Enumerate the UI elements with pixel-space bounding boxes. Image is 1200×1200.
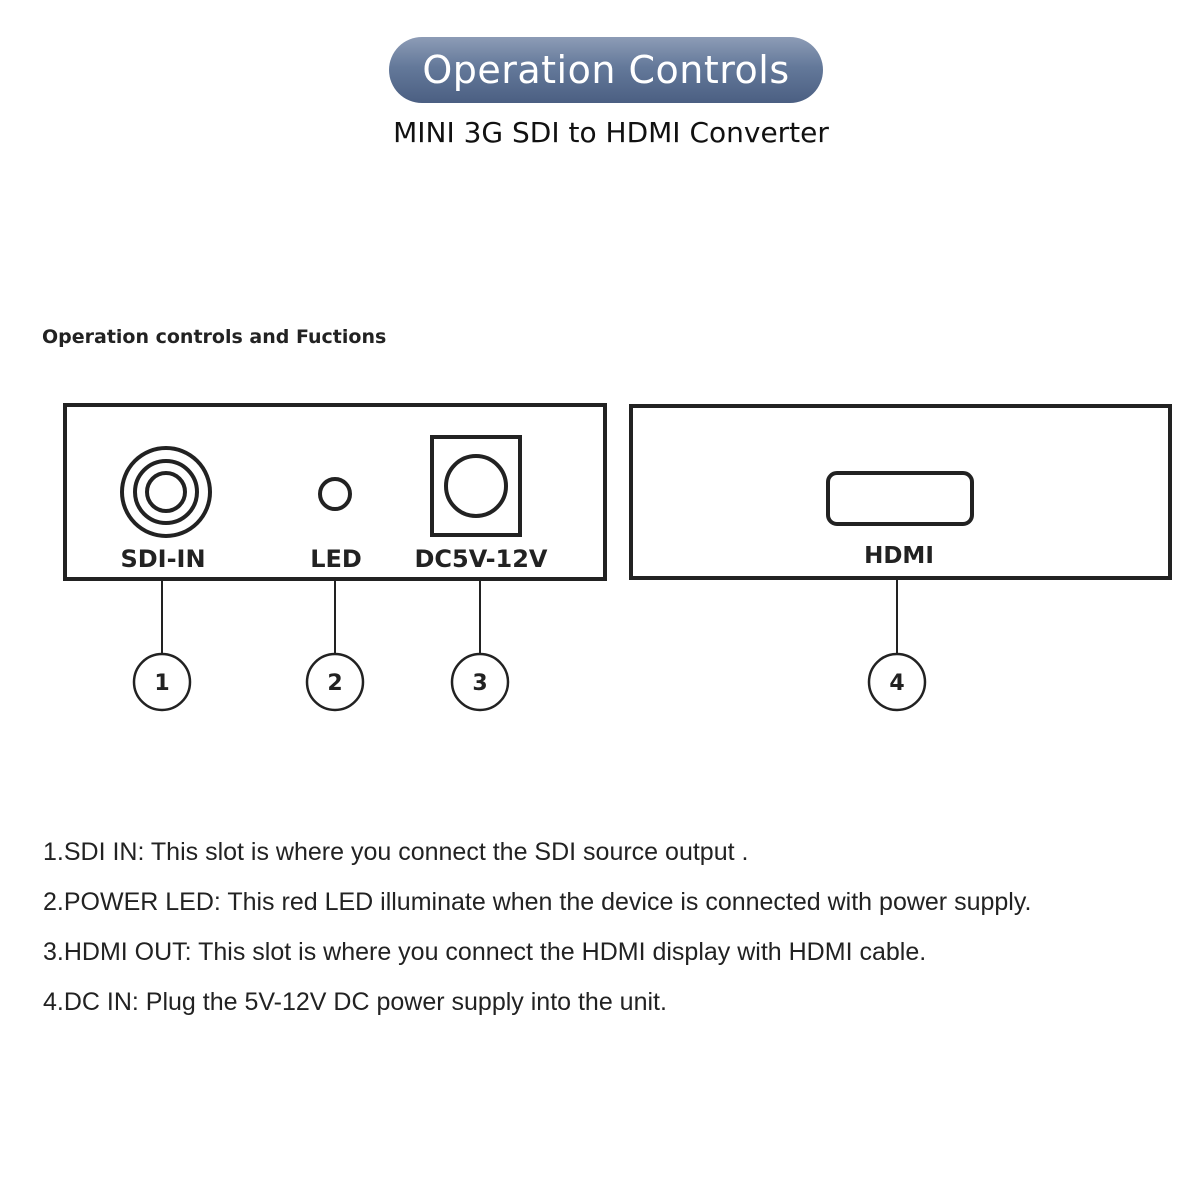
label-sdi-in: SDI-IN [120, 545, 205, 573]
callout-number: 3 [472, 671, 487, 696]
label-led: LED [310, 545, 362, 573]
description-list: 1.SDI IN: This slot is where you connect… [43, 833, 1193, 1033]
dc-jack-icon [430, 435, 522, 537]
label-hdmi: HDMI [864, 543, 934, 569]
description-item: 4.DC IN: Plug the 5V-12V DC power supply… [43, 988, 667, 1016]
callout-2: 2 [305, 652, 365, 712]
title-banner: Operation Controls [389, 37, 823, 103]
section-heading: Operation controls and Fuctions [42, 326, 387, 348]
callout-number: 1 [154, 671, 169, 696]
callout-4: 4 [867, 652, 927, 712]
description-item: 2.POWER LED: This red LED illuminate whe… [43, 888, 1032, 916]
callout-number: 4 [889, 671, 904, 696]
rear-panel [629, 404, 1172, 580]
hdmi-port-icon [826, 471, 974, 526]
device-diagram: SDI-IN LED DC5V-12V HDMI 1 2 3 4 [63, 403, 1172, 712]
page-title: Operation Controls [422, 48, 790, 92]
callout-1: 1 [132, 652, 192, 712]
callout-3: 3 [450, 652, 510, 712]
description-item: 1.SDI IN: This slot is where you connect… [43, 838, 749, 866]
page-subtitle: MINI 3G SDI to HDMI Converter [393, 116, 829, 149]
callout-number: 2 [327, 671, 342, 696]
label-dc-input: DC5V-12V [415, 545, 548, 573]
sdi-in-connector-icon [120, 446, 212, 538]
led-icon [318, 477, 352, 511]
description-item: 3.HDMI OUT: This slot is where you conne… [43, 938, 927, 966]
